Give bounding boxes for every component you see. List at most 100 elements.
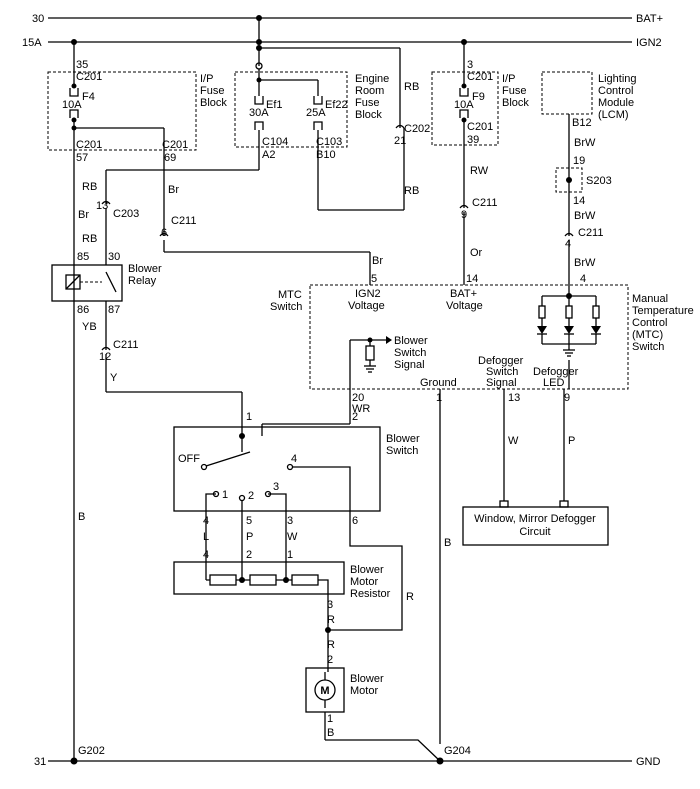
ef1-conn: C104 (262, 136, 288, 148)
ef1-fuse-bottom (254, 121, 264, 130)
wire-r-resistor: R (327, 614, 335, 626)
indicator-led-3 (591, 296, 601, 344)
engine-block-label-4: Block (355, 109, 382, 121)
c203-pin: 13 (96, 200, 108, 212)
ef22-fuse-bottom (313, 121, 323, 130)
wire-b-motor: B (327, 727, 334, 739)
resistor-label-3: Resistor (350, 588, 391, 600)
mtc-ign2-label-2: Voltage (348, 300, 385, 312)
blower-switch-pos3-label: 3 (273, 481, 279, 493)
resistor-node-1 (283, 577, 289, 583)
wire-br-c211: Br (168, 184, 179, 196)
relay-coil-diagonal (65, 274, 81, 290)
r-wire-speed4 (292, 466, 403, 631)
c202-feed-splice (256, 45, 262, 51)
blower-signal-label-1: Blower (394, 335, 428, 347)
motor-pin-1: 1 (327, 713, 333, 725)
mtc-pin-5: 5 (371, 273, 377, 285)
blower-switch-pin-b4: 4 (203, 515, 209, 527)
lcm-label-3: Module (598, 97, 634, 109)
f4-fuse-top (69, 88, 79, 97)
ip-fuse-block-outline (47, 71, 197, 151)
mtc-ign2-label-1: IGN2 (355, 288, 381, 300)
blower-switch-off-contact (200, 463, 208, 471)
relay-pin-30: 30 (108, 251, 120, 263)
blower-motor-resistor-body (173, 561, 345, 595)
c211-pin12-symbol (101, 346, 111, 351)
c211-pin9-label: C211 (472, 197, 497, 209)
mtc-pin-1: 1 (436, 392, 442, 404)
wire-r-motor: R (327, 639, 335, 651)
f9-fuse-top (459, 88, 469, 97)
g204-ground-point (436, 757, 444, 765)
wire-br-mtc: Br (372, 255, 383, 267)
wire-rb-c202-lower: RB (404, 185, 419, 197)
wire-rb-c202-upper: RB (404, 81, 419, 93)
blower-switch-off-label: OFF (178, 453, 200, 465)
defogger-led-label-1: Defogger (533, 366, 579, 378)
defogger-terminal-1 (499, 500, 509, 508)
w-wire (268, 493, 287, 580)
mtc-pin-20: 20 (352, 392, 364, 404)
blower-signal-ground-symbol (364, 365, 376, 373)
f4-pin-top: 35 (76, 59, 88, 71)
ef1-pin: A2 (262, 149, 275, 161)
mtc-right-label-3: Control (632, 317, 667, 329)
f9-rating: 10A (454, 99, 474, 111)
wire-br-left: Br (78, 209, 89, 221)
f4-fuse-name: F4 (82, 91, 95, 103)
blower-switch-pos2-label: 2 (248, 490, 254, 502)
mtc-pin-4: 4 (580, 273, 586, 285)
wire-l: L (203, 531, 209, 543)
motor-label-1: Blower (350, 673, 384, 685)
defogger-circuit-label-1: Window, Mirror Defogger (474, 513, 596, 525)
blower-switch-pos2-contact (238, 494, 246, 502)
f4-conn-top: C201 (76, 71, 102, 83)
indicator-led-2 (564, 296, 574, 350)
resistor-pin-3: 3 (327, 599, 333, 611)
ip-fuse-block-2-outline (431, 71, 499, 146)
ip-block2-label-3: Block (502, 97, 529, 109)
mtc-pin-14: 14 (466, 273, 478, 285)
blower-switch-body (173, 426, 381, 512)
resistor-label-1: Blower (350, 564, 384, 576)
ip-block2-label-1: I/P (502, 73, 515, 85)
s203-outline (555, 167, 583, 193)
blower-relay-body (51, 264, 123, 302)
resistor-node-2 (239, 577, 245, 583)
mtc-left-label-2: Switch (270, 301, 302, 313)
c211-pin4-symbol (564, 232, 574, 237)
g202-ground-point (70, 757, 78, 765)
ef22-fuse-top (313, 96, 323, 105)
f9-conn-top: C201 (467, 71, 493, 83)
mtc-right-label-2: Temperature (632, 305, 694, 317)
mtc-right-label-4: (MTC) (632, 329, 663, 341)
c211-pin6-pin: 6 (161, 227, 167, 239)
ef22-name: Ef22 (325, 99, 348, 111)
blower-switch-pin-top-2: 2 (352, 411, 358, 423)
c202-pin: 21 (394, 135, 406, 147)
r-motor-wire (320, 579, 329, 672)
f9-pin-bottom: 39 (467, 134, 479, 146)
f9-pin-top: 3 (467, 59, 473, 71)
engine-block-label-3: Fuse (355, 97, 379, 109)
blower-switch-pos1-label: 1 (222, 489, 228, 501)
wire-p: P (246, 531, 253, 543)
motor-label-2: Motor (350, 685, 378, 697)
ip-fuse-block-label-2: Fuse (200, 85, 224, 97)
ip-conn-bl: C201 (76, 139, 102, 151)
blower-switch-pin-b6: 6 (352, 515, 358, 527)
ip-fuse-block-label-3: Block (200, 97, 227, 109)
f9-conn-bottom: C201 (467, 121, 493, 133)
c211-pin12-pin: 12 (99, 351, 111, 363)
motor-pin-2: 2 (327, 654, 333, 666)
lcm-outline (541, 71, 593, 115)
ef1-name: Ef1 (266, 99, 283, 111)
mtc-pin-13: 13 (508, 392, 520, 404)
ip-conn-br: C201 (162, 139, 188, 151)
wire-r-speed4: R (406, 591, 414, 603)
relay-label-2: Relay (128, 275, 157, 287)
f9-fuse-bottom (459, 109, 469, 118)
mtc-bat-label-1: BAT+ (450, 288, 477, 300)
wire-b-left: B (78, 511, 85, 523)
